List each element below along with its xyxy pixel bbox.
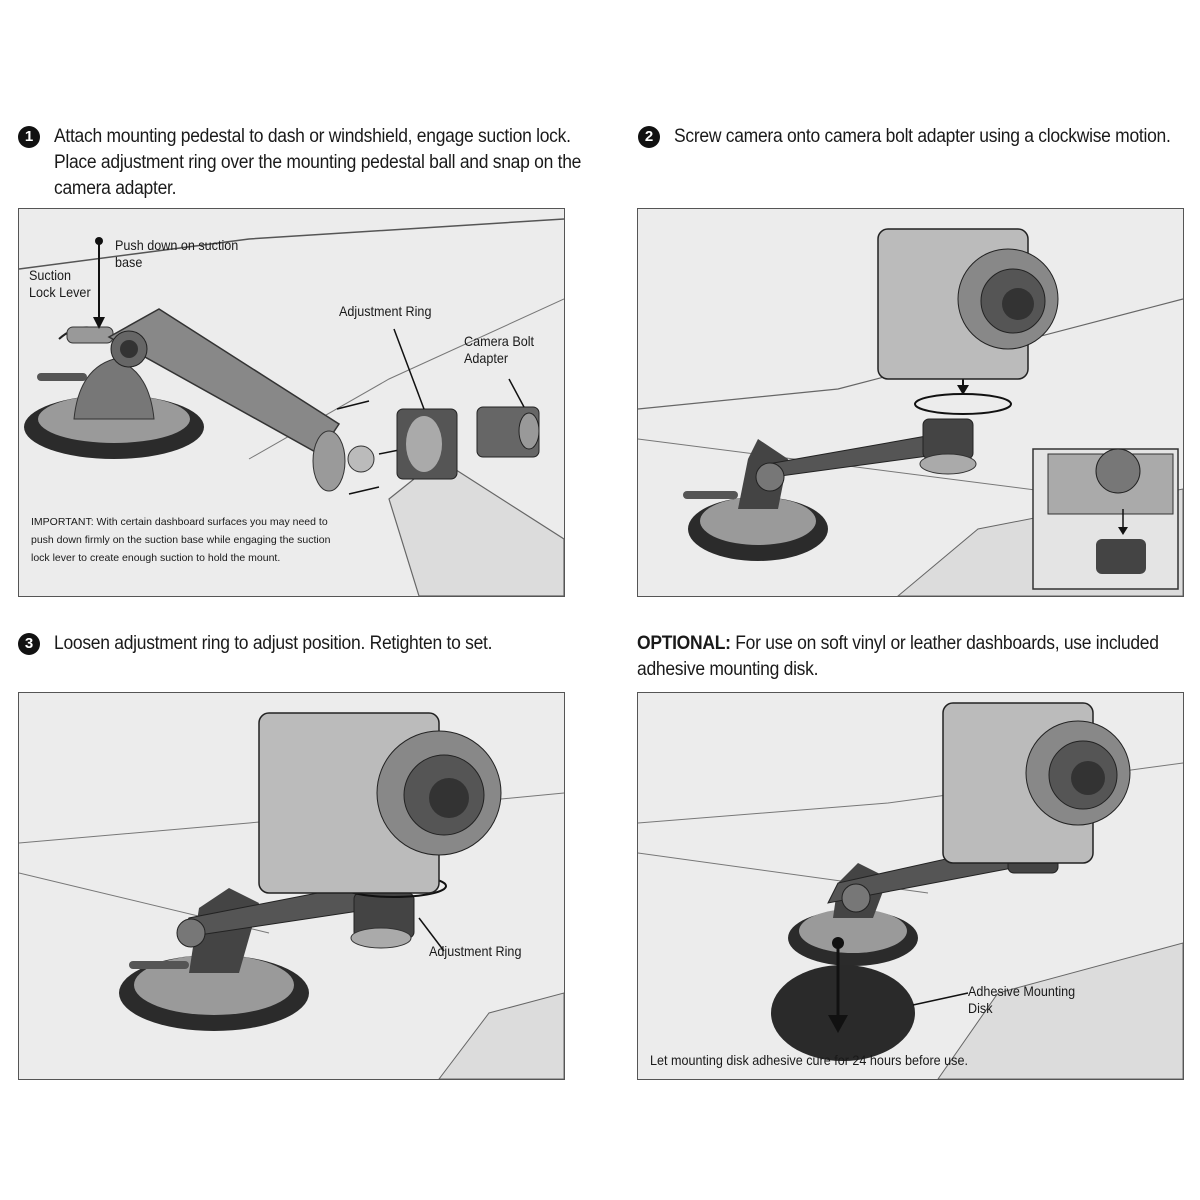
optional-text: For use on soft vinyl or leather dashboa…	[637, 633, 1159, 680]
camera-bolt-label: Camera Bolt Adapter	[464, 333, 535, 366]
step-1-number: 1	[18, 126, 40, 148]
optional-illustration	[638, 702, 1183, 1079]
step-3-caption: Loosen adjustment ring to adjust positio…	[54, 633, 493, 654]
important-note: IMPORTANT: With certain dashboard surfac…	[31, 516, 331, 564]
adjustment-ring-label-3: Adjustment Ring	[429, 943, 522, 959]
panel-step-1: Push down on suction base Suction Lock L…	[18, 208, 565, 597]
panel-step-3: Adjustment Ring	[18, 692, 565, 1080]
step-2-caption: Screw camera onto camera bolt adapter us…	[674, 126, 1171, 147]
adhesive-disk-label: Adhesive Mounting Disk	[968, 983, 1076, 1016]
step-3-number: 3	[18, 633, 40, 655]
panel-optional: Adhesive Mounting Disk Let mounting disk…	[637, 692, 1184, 1080]
step-2-number: 2	[638, 126, 660, 148]
optional-caption: OPTIONAL: For use on soft vinyl or leath…	[637, 631, 1171, 683]
step-3-illustration	[19, 712, 564, 1079]
step-2-illustration	[638, 228, 1183, 596]
step-1-caption: Attach mounting pedestal to dash or wind…	[54, 126, 582, 199]
step-1-illustration	[19, 218, 564, 596]
adjustment-ring-label: Adjustment Ring	[339, 303, 432, 319]
optional-heading: OPTIONAL:	[637, 633, 731, 654]
cure-note: Let mounting disk adhesive cure for 24 h…	[650, 1052, 968, 1068]
suction-lock-label: Suction Lock Lever	[29, 267, 91, 300]
push-down-label: Push down on suction base	[115, 237, 239, 270]
panel-step-2	[637, 208, 1184, 597]
